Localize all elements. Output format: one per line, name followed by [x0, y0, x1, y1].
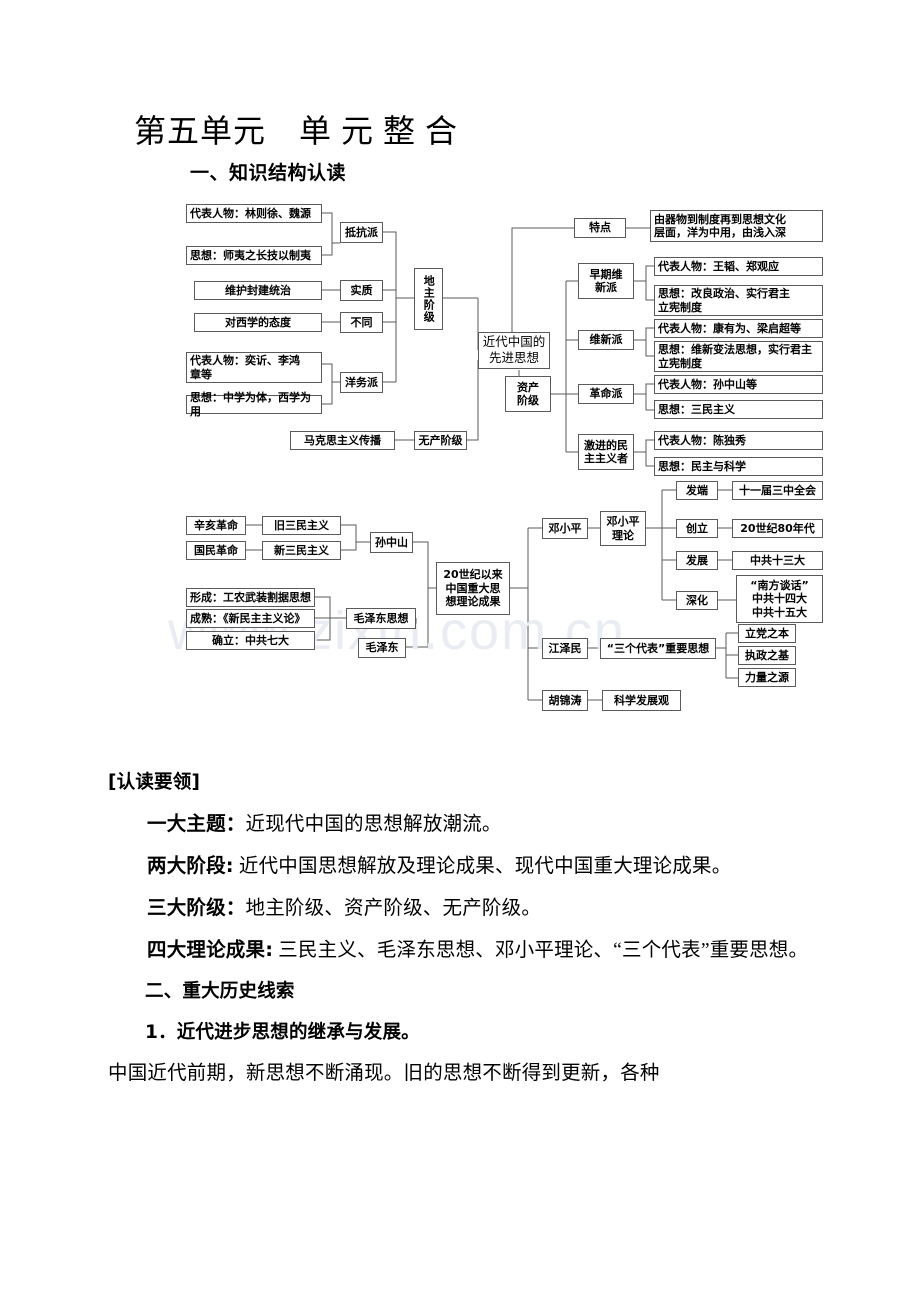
node-radical-democrats: 激进的民 主主义者 [578, 434, 634, 470]
node-xinhai: 辛亥革命 [186, 516, 246, 535]
paragraph-lead: 三大阶级： [147, 896, 246, 919]
node-jiang: 江泽民 [542, 638, 588, 659]
node-weihu-fengjian: 维护封建统治 [194, 281, 322, 300]
paragraph-text: 地主阶级、资产阶级、无产阶级。 [245, 898, 542, 919]
node-century20-results: 20世纪以来 中国重大思 想理论成果 [436, 562, 510, 615]
paragraph-three-classes: 三大阶级：地主阶级、资产阶级、无产阶级。 [108, 887, 824, 929]
paragraph-lead: 一大主题： [147, 812, 246, 835]
paragraph-text: 近现代中国的思想解放潮流。 [245, 814, 502, 835]
node-guomin-revolution: 国民革命 [186, 541, 246, 560]
node-party-foundation: 立党之本 [738, 624, 796, 643]
node-proletariat: 无产阶级 [414, 431, 467, 450]
node-old-three-principles: 旧三民主义 [262, 516, 341, 535]
node-revolution-rep: 代表人物：孙中山等 [654, 375, 823, 394]
node-rep-yixin-lihong: 代表人物：奕䜣、李鸿 章等 [186, 352, 322, 383]
node-yangwu-faction: 洋务派 [340, 372, 383, 393]
paragraph-text: 近代中国思想解放及理论成果、现代中国重大理论成果。 [233, 856, 732, 877]
key-points-label: [认读要领] [108, 772, 201, 793]
node-mao-thought: 毛泽东思想 [346, 608, 416, 629]
node-radical-rep: 代表人物：陈独秀 [654, 431, 823, 450]
section-heading-1: 一、知识结构认读 [190, 162, 347, 184]
node-thought-zhongxue: 思想：中学为体，西学为用 [186, 391, 322, 418]
node-attitude-west: 对西学的态度 [194, 313, 322, 332]
node-different: 不同 [340, 312, 383, 333]
list-item-1-body: 中国近代前期，新思想不断涌现。旧的思想不断得到更新，各种 [108, 1063, 660, 1084]
node-bourgeoisie: 资产 阶级 [505, 376, 551, 412]
node-early-reform: 早期维 新派 [578, 263, 634, 299]
node-origin-text: 十一届三中全会 [732, 481, 823, 500]
node-deng: 邓小平 [542, 518, 588, 539]
node-establish-7th: 确立：中共七大 [186, 631, 315, 650]
paragraph-one-theme: 一大主题：近现代中国的思想解放潮流。 [108, 803, 824, 845]
node-develop: 发展 [676, 551, 718, 570]
knowledge-structure-diagram: 代表人物：林则徐、魏源 思想：师夷之长技以制夷 抵抗派 维护封建统治 实质 对西… [186, 204, 823, 711]
node-power-source: 力量之源 [738, 668, 796, 687]
node-thought-shiyi: 思想：师夷之长技以制夷 [186, 246, 322, 265]
node-feature: 特点 [574, 218, 626, 238]
node-essence: 实质 [340, 280, 383, 301]
body-text-block: [认读要领] 一大主题：近现代中国的思想解放潮流。 两大阶段: 近代中国思想解放… [108, 762, 824, 1094]
node-deng-theory: 邓小平 理论 [600, 511, 646, 546]
node-mature-xinmin: 成熟：《新民主主义论》 [186, 609, 315, 628]
list-item-1: 1．近代进步思想的继承与发展。 [145, 1022, 420, 1043]
node-modern-china-thought: 近代中国的 先进思想 [478, 332, 550, 369]
node-resist-faction: 抵抗派 [340, 222, 383, 243]
paragraph-lead: 四大理论成果: [147, 938, 274, 961]
node-mao: 毛泽东 [358, 638, 406, 658]
node-reform-rep: 代表人物：康有为、梁启超等 [654, 319, 823, 338]
section-heading-2: 二、重大历史线索 [145, 981, 295, 1002]
node-new-three-principles: 新三民主义 [262, 541, 341, 560]
node-revolution-thought: 思想：三民主义 [654, 400, 823, 419]
node-hu: 胡锦涛 [542, 690, 588, 711]
node-sun-yatsen: 孙中山 [370, 532, 413, 553]
node-origin: 发端 [676, 481, 718, 500]
node-governing-base: 执政之基 [738, 646, 796, 665]
node-revolution-faction: 革命派 [578, 384, 634, 404]
node-scientific-outlook: 科学发展观 [602, 690, 681, 711]
node-deepen: 深化 [676, 591, 718, 610]
node-three-represents: “三个代表”重要思想 [600, 638, 716, 659]
node-marx-spread: 马克思主义传播 [290, 431, 395, 450]
paragraph-two-stages: 两大阶段: 近代中国思想解放及理论成果、现代中国重大理论成果。 [108, 845, 824, 887]
node-early-reform-thought: 思想：改良政治、实行君主 立宪制度 [654, 285, 823, 316]
paragraph-four-results: 四大理论成果: 三民主义、毛泽东思想、邓小平理论、“三个代表”重要思想。 [108, 929, 824, 971]
node-develop-text: 中共十三大 [732, 551, 823, 570]
node-early-reform-rep: 代表人物：王韬、郑观应 [654, 257, 823, 276]
node-landlord-class: 地主阶级 [414, 268, 443, 330]
node-found: 创立 [676, 519, 718, 538]
node-form-worker: 形成：工农武装割据思想 [186, 588, 315, 607]
node-deepen-text: “南方谈话” 中共十四大 中共十五大 [736, 575, 823, 623]
node-found-text: 20世纪80年代 [732, 519, 823, 538]
paragraph-text: 三民主义、毛泽东思想、邓小平理论、“三个代表”重要思想。 [273, 940, 809, 961]
paragraph-lead: 两大阶段: [147, 854, 234, 877]
node-radical-thought: 思想：民主与科学 [654, 457, 823, 476]
node-rep-lin-wei: 代表人物：林则徐、魏源 [186, 204, 322, 223]
page-title: 第五单元 单 元 整 合 [134, 113, 459, 149]
node-reform-faction: 维新派 [578, 330, 634, 350]
node-reform-thought: 思想：维新变法思想，实行君主 立宪制度 [654, 341, 823, 372]
node-feature-text: 由器物到制度再到思想文化 层面，洋为中用，由浅入深 [650, 210, 823, 242]
